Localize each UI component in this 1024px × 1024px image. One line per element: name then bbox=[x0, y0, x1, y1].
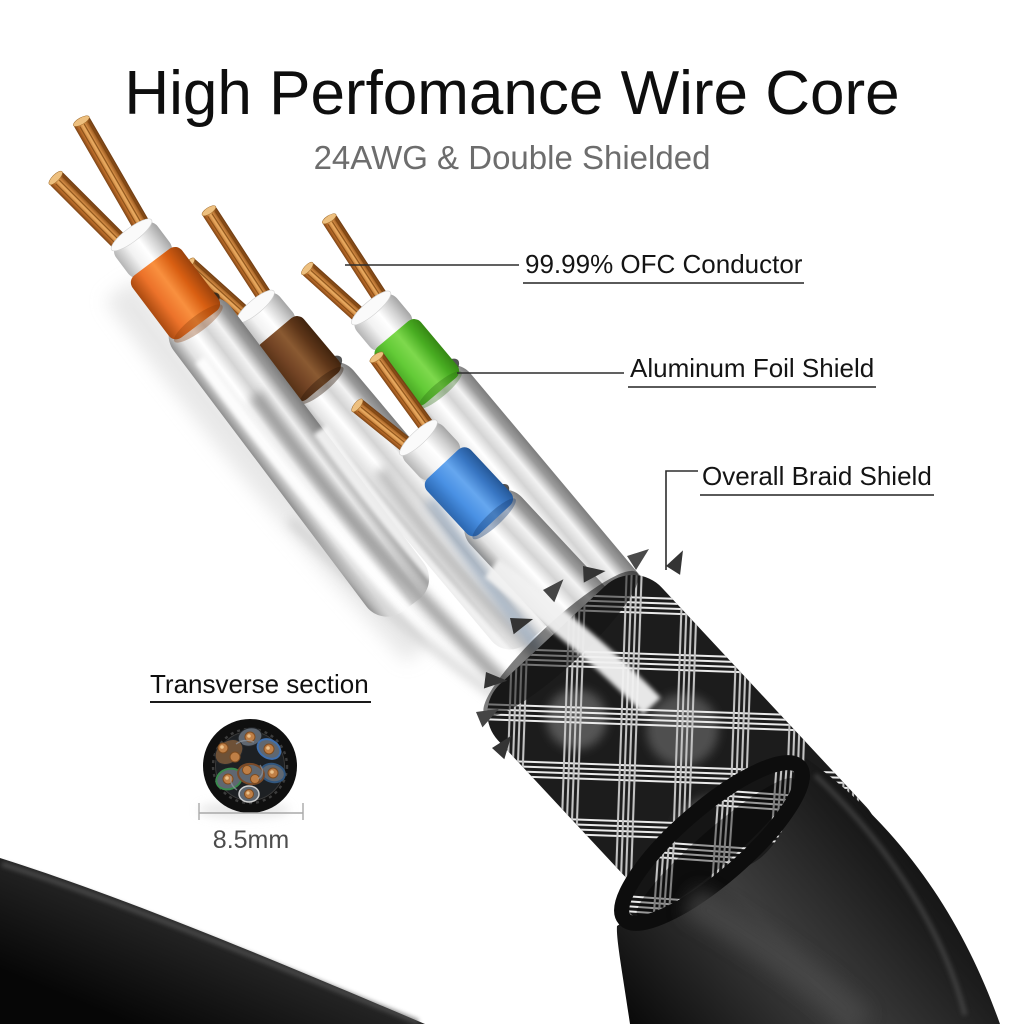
dimension-line bbox=[198, 803, 304, 820]
page-subtitle: 24AWG & Double Shielded bbox=[313, 139, 711, 176]
diameter-label: 8.5mm bbox=[212, 826, 290, 854]
cross-section-diagram bbox=[198, 719, 304, 820]
transverse-section-label: Transverse section bbox=[150, 670, 371, 704]
page-title: High Perfomance Wire Core bbox=[124, 59, 900, 128]
cable-jacket bbox=[614, 755, 1000, 1024]
braid-frays bbox=[476, 549, 683, 760]
jacket-loop bbox=[0, 858, 425, 1024]
wire-pair-green bbox=[301, 213, 664, 650]
leader-lines bbox=[345, 264, 698, 570]
callout-overall-braid-shield: Overall Braid Shield bbox=[700, 462, 934, 497]
cross-section-pairs bbox=[214, 727, 286, 803]
callout-ofc-conductor: 99.99% OFC Conductor bbox=[523, 250, 805, 285]
callout-aluminum-foil-shield: Aluminum Foil Shield bbox=[628, 354, 877, 389]
header: High Perfomance Wire Core 24AWG & Double… bbox=[0, 0, 1024, 176]
